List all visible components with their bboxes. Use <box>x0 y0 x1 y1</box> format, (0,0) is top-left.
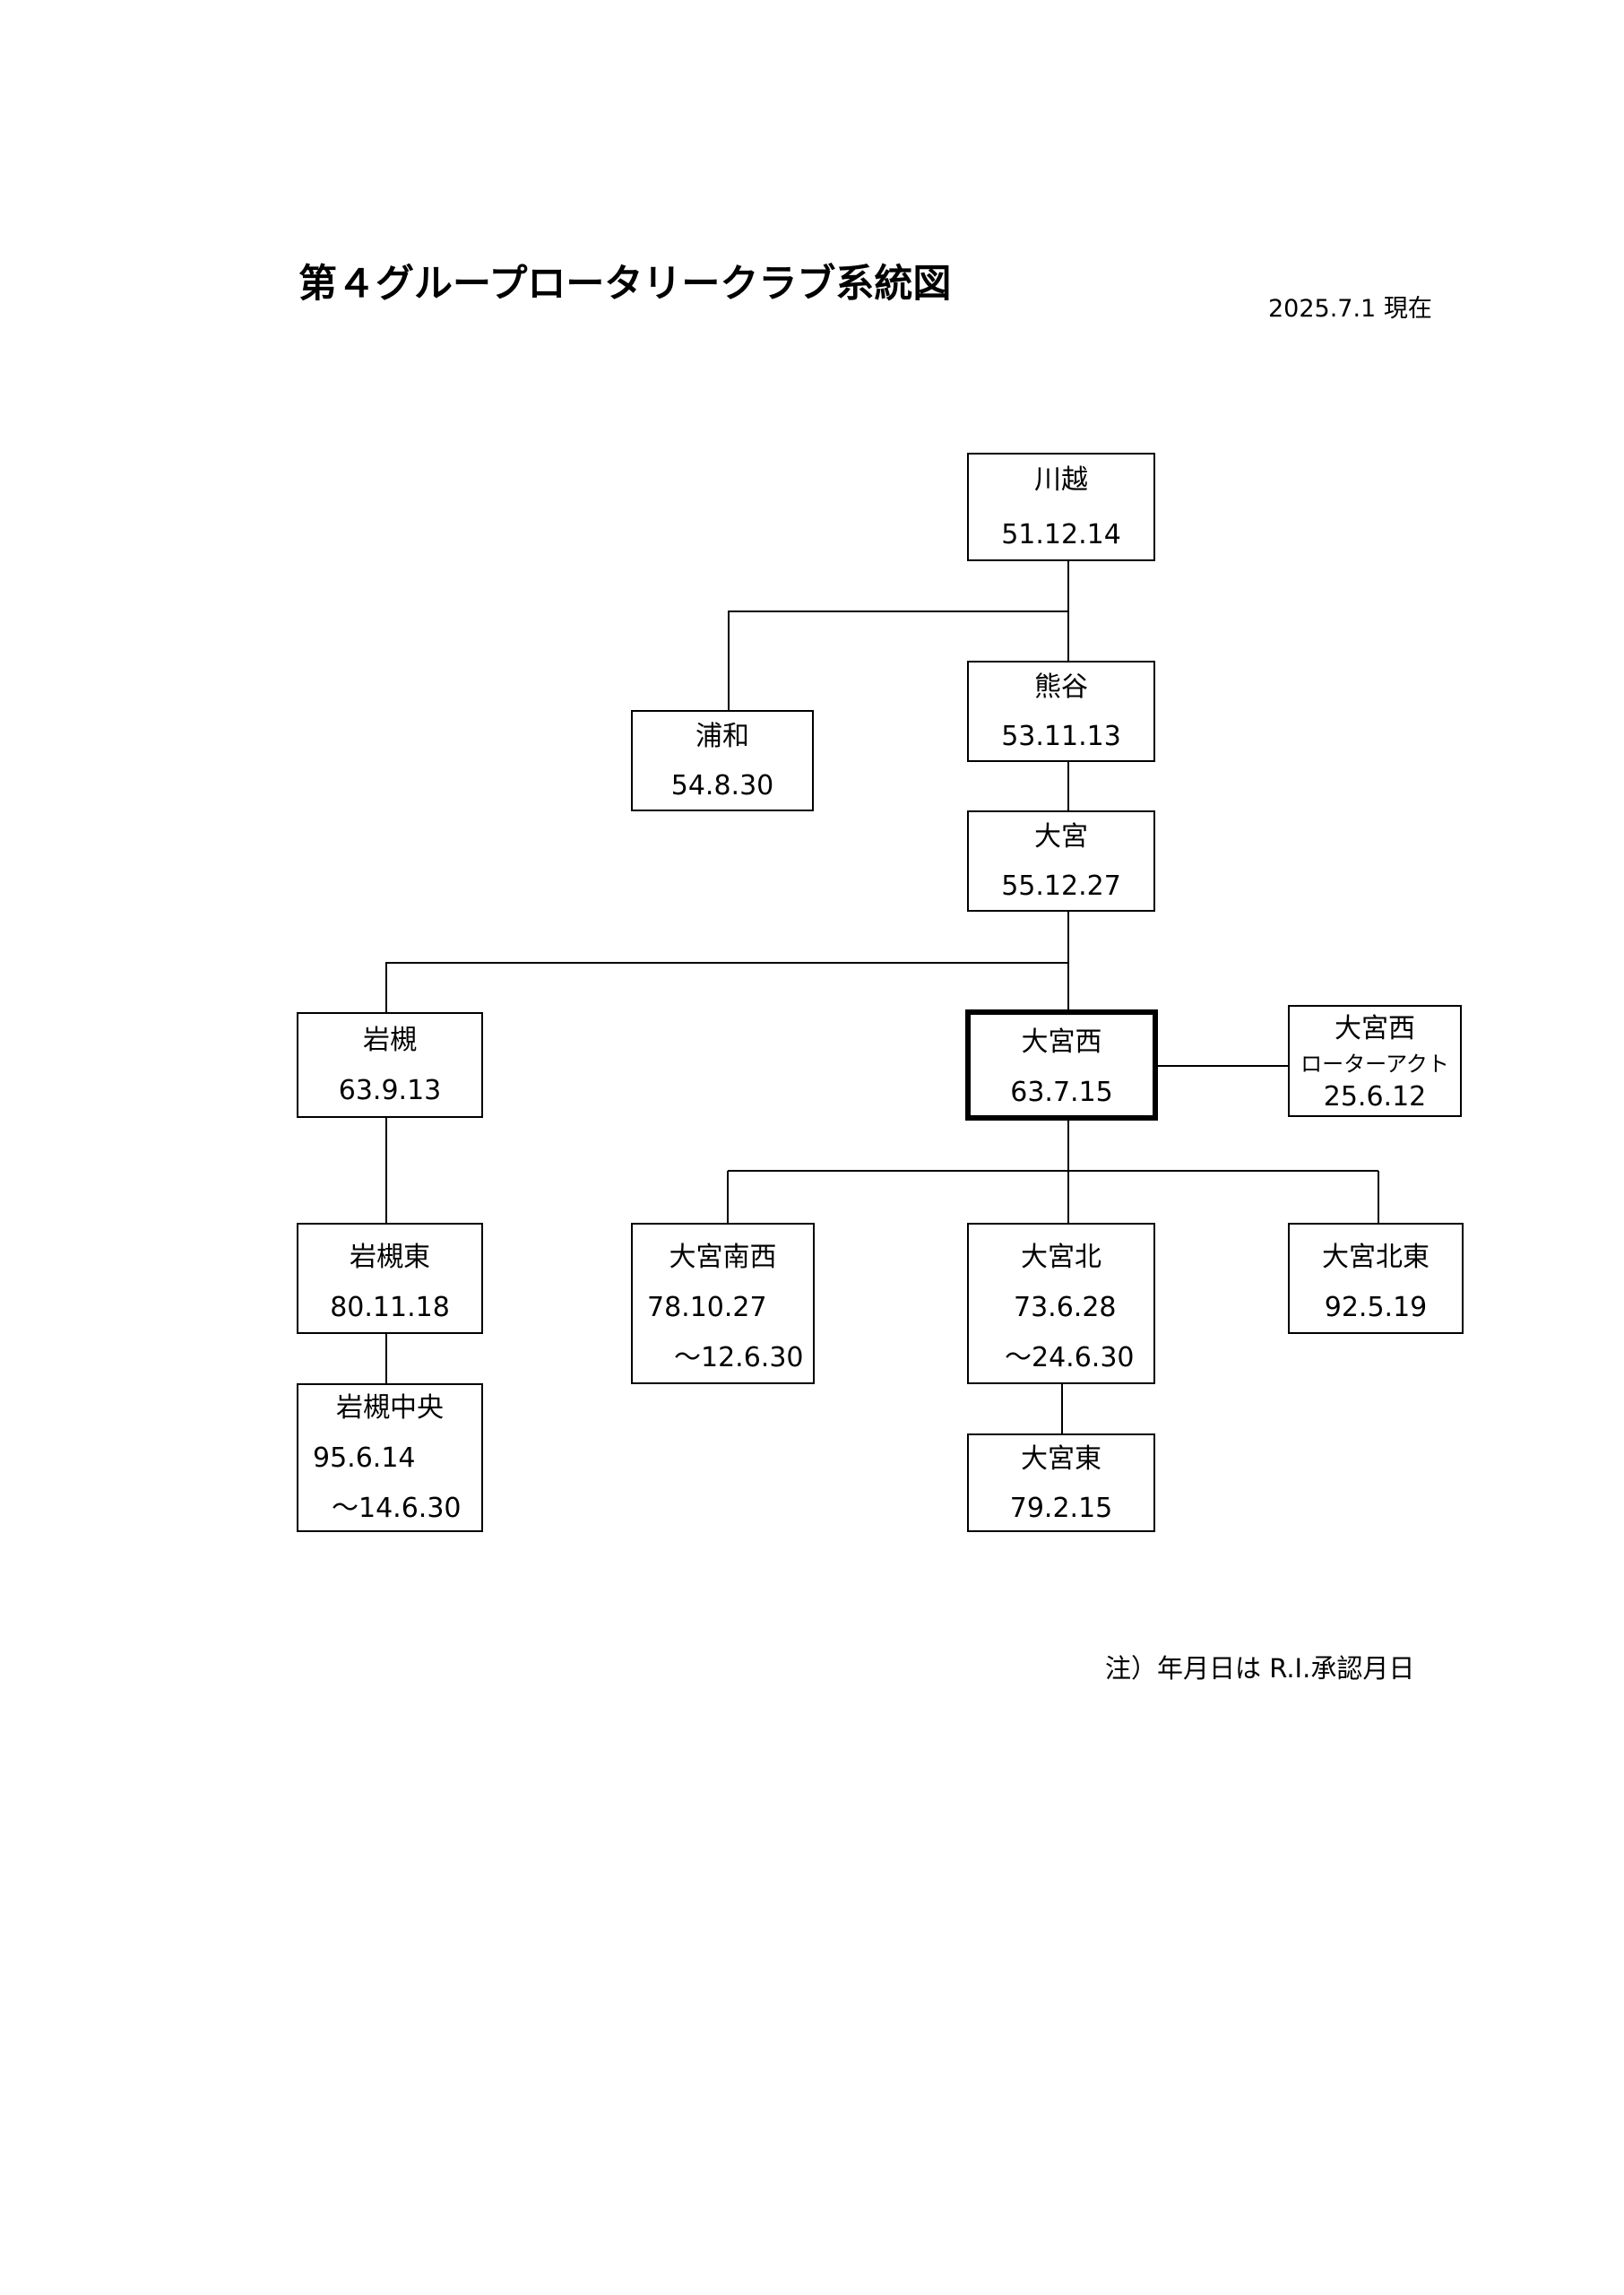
club-date: 25.6.12 <box>1323 1081 1427 1113</box>
club-date: 80.11.18 <box>330 1292 450 1323</box>
club-date: 95.6.14 <box>313 1442 416 1474</box>
club-box-iwatsuki: 岩槻 63.9.13 <box>297 1012 483 1118</box>
club-date: 55.12.27 <box>1001 870 1121 902</box>
club-date: 78.10.27 <box>647 1292 767 1323</box>
club-name: 大宮北 <box>1021 1242 1101 1273</box>
club-box-omiya-hokuto: 大宮北東 92.5.19 <box>1288 1223 1464 1334</box>
club-date: 92.5.19 <box>1324 1292 1428 1323</box>
club-date: 73.6.28 <box>1014 1292 1117 1323</box>
club-box-omiya-nishi-rotaract: 大宮西 ローターアクト 25.6.12 <box>1288 1005 1462 1117</box>
club-name: 熊谷 <box>1034 671 1088 703</box>
club-end-date: ～12.6.30 <box>674 1342 804 1373</box>
club-box-kawagoe: 川越 51.12.14 <box>967 453 1155 561</box>
club-name: 岩槻中央 <box>336 1392 444 1424</box>
club-box-omiya-nishi: 大宮西 63.7.15 <box>965 1009 1158 1121</box>
club-date: 63.9.13 <box>338 1075 442 1106</box>
club-end-date: ～14.6.30 <box>332 1493 462 1524</box>
club-box-omiya-kita: 大宮北 73.6.28 ～24.6.30 <box>967 1223 1155 1384</box>
club-name: 大宮 <box>1034 821 1088 853</box>
footnote: 注）年月日は R.I.承認月日 <box>1105 1653 1415 1684</box>
club-box-urawa: 浦和 54.8.30 <box>631 710 814 811</box>
club-date: 79.2.15 <box>1009 1493 1113 1524</box>
club-name: 大宮西 <box>1021 1026 1102 1058</box>
club-box-omiya: 大宮 55.12.27 <box>967 810 1155 912</box>
club-date: 53.11.13 <box>1001 721 1121 752</box>
club-name: 浦和 <box>695 721 749 752</box>
club-box-iwatsuki-higashi: 岩槻東 80.11.18 <box>297 1223 483 1334</box>
club-box-kumagaya: 熊谷 53.11.13 <box>967 661 1155 762</box>
club-name: 岩槻 <box>363 1025 417 1056</box>
club-box-iwatsuki-chuo: 岩槻中央 95.6.14 ～14.6.30 <box>297 1383 483 1532</box>
club-date: 51.12.14 <box>1001 519 1121 550</box>
club-date: 63.7.15 <box>1010 1077 1113 1108</box>
club-name: 大宮北東 <box>1322 1242 1430 1273</box>
page-title: 第４グループロータリークラブ系統図 <box>298 262 952 307</box>
club-name: 大宮西 <box>1335 1013 1415 1044</box>
club-name: 川越 <box>1034 464 1088 496</box>
club-name: 岩槻東 <box>350 1242 430 1273</box>
club-name: 大宮東 <box>1021 1443 1101 1475</box>
club-subtitle: ローターアクト <box>1300 1052 1449 1077</box>
club-box-omiya-nansei: 大宮南西 78.10.27 ～12.6.30 <box>631 1223 815 1384</box>
club-name: 大宮南西 <box>669 1242 777 1273</box>
as-of-date: 2025.7.1 現在 <box>1268 295 1432 323</box>
club-box-omiya-higashi: 大宮東 79.2.15 <box>967 1433 1155 1532</box>
club-end-date: ～24.6.30 <box>1005 1342 1135 1373</box>
club-date: 54.8.30 <box>670 770 774 801</box>
